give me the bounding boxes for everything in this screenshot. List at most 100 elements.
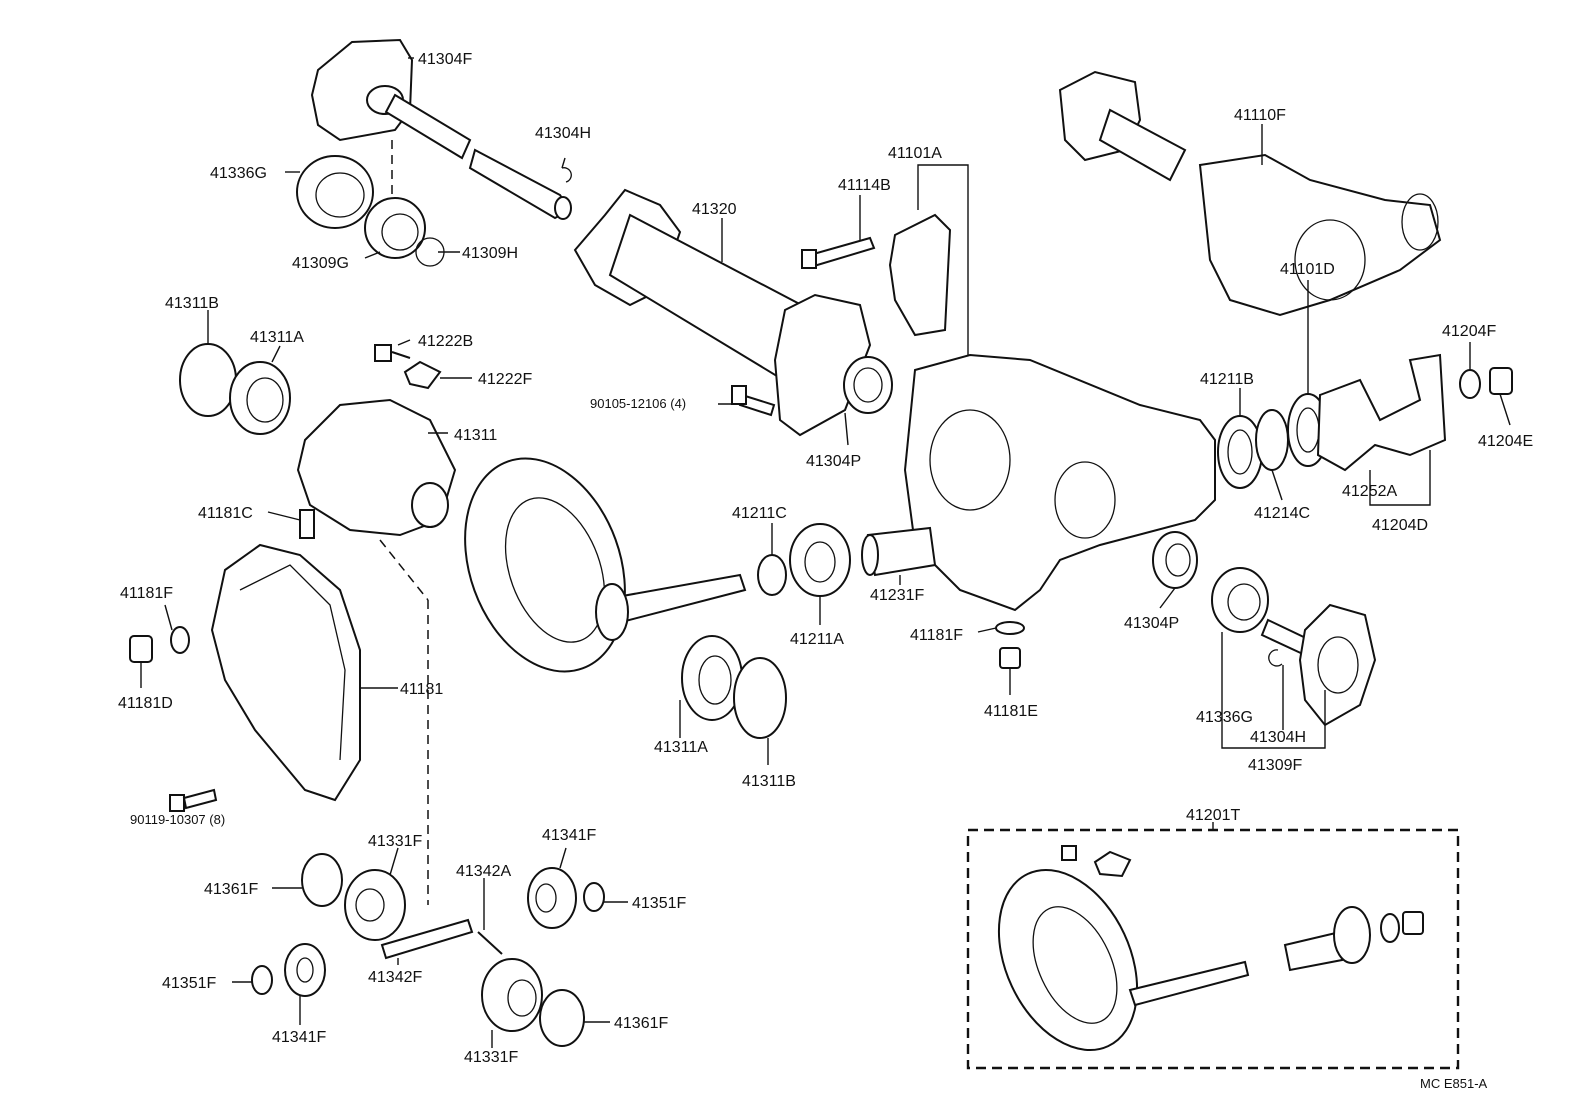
- label-41342F: 41342F: [368, 969, 422, 986]
- bolt-41114B: [801, 236, 876, 269]
- label-41311B-bottom: 41311B: [742, 773, 796, 790]
- label-41214C: 41214C: [1254, 505, 1310, 522]
- oil-seal-41304P-right: [1152, 531, 1198, 589]
- label-41204F: 41204F: [1442, 323, 1496, 340]
- label-41304H-right: 41304H: [1250, 729, 1306, 746]
- pinion-shaft-41342F: [380, 918, 474, 960]
- thrust-washer-41361F-left: [301, 853, 343, 907]
- adjusting-lock-41222F: [374, 344, 442, 390]
- label-41304P-mid: 41304P: [806, 453, 861, 470]
- label-41341F-top: 41341F: [542, 827, 596, 844]
- side-gear-41331F-top: [344, 869, 406, 941]
- axle-shaft-right: [1260, 603, 1377, 727]
- label-41110F: 41110F: [1234, 107, 1286, 124]
- label-41331F-bottom: 41331F: [464, 1049, 518, 1066]
- label-41331F-top: 41331F: [368, 833, 422, 850]
- label-41101D: 41101D: [1280, 261, 1335, 278]
- label-41361F-right: 41361F: [614, 1015, 668, 1032]
- spacer-41214C: [1255, 409, 1289, 471]
- label-41320: 41320: [692, 201, 737, 218]
- bearing-41211A: [789, 523, 851, 597]
- label-41252A: 41252A: [1342, 483, 1397, 500]
- spacer-41231F: [861, 526, 937, 577]
- breather-plug-41181C: [299, 509, 315, 539]
- catalog-code: MC E851-A: [1420, 1076, 1488, 1091]
- label-41304F-top: 41304F: [418, 51, 472, 68]
- label-41304H-top: 41304H: [535, 125, 591, 142]
- label-41342A: 41342A: [456, 863, 511, 880]
- thrust-washer-41361F-right: [539, 989, 585, 1047]
- label-41311: 41311: [454, 427, 497, 444]
- shim-41311B-left: [179, 343, 237, 417]
- gasket-41181F-mid: [995, 621, 1025, 635]
- washer-41204F: [1459, 369, 1481, 399]
- label-41311A-left: 41311A: [250, 329, 304, 346]
- bolt-90105: [731, 385, 776, 417]
- washer-41351F-left: [251, 965, 273, 995]
- label-41204D: 41204D: [1372, 517, 1428, 534]
- label-90119: 90119-10307 (8): [130, 812, 225, 827]
- label-41311B-left: 41311B: [165, 295, 219, 312]
- pin-41342A: [477, 931, 503, 955]
- label-41304P-right: 41304P: [1124, 615, 1179, 632]
- differential-carrier-housing: [903, 353, 1216, 612]
- label-41181F-left: 41181F: [120, 585, 173, 602]
- bearing-41336G-top: [296, 155, 374, 229]
- label-41211B: 41211B: [1200, 371, 1254, 388]
- snap-ring-41304H-right: [1268, 649, 1283, 667]
- label-41114B: 41114B: [838, 177, 891, 194]
- snap-ring-41304H-top: [561, 167, 572, 183]
- pinion-bearing-41211B: [1217, 415, 1263, 489]
- nut-41204E: [1489, 367, 1513, 395]
- label-41181F-mid: 41181F: [910, 627, 963, 644]
- companion-flange-41204D: [1316, 353, 1447, 472]
- label-41181C: 41181C: [198, 505, 253, 522]
- shim-41211C: [757, 554, 787, 596]
- side-gear-41331F-bottom: [481, 958, 543, 1032]
- label-41101A: 41101A: [888, 145, 942, 162]
- kit-41201T: [966, 828, 1460, 1070]
- differential-assembly-41110F: [1058, 70, 1442, 317]
- bolt-90119: [169, 788, 218, 812]
- label-41231F: 41231F: [870, 587, 924, 604]
- label-41336G-top: 41336G: [210, 165, 267, 182]
- label-90105: 90105-12106 (4): [590, 396, 686, 411]
- label-41222B: 41222B: [418, 333, 473, 350]
- shim-41311B-bottom: [733, 657, 787, 739]
- pinion-gear-41341F-top: [527, 867, 577, 929]
- label-41222F: 41222F: [478, 371, 532, 388]
- ring-gear-and-pinion: [464, 457, 747, 673]
- centerline-left: [379, 539, 429, 601]
- bearing-41336G-right: [1211, 567, 1269, 633]
- label-41311A-bottom: 41311A: [654, 739, 708, 756]
- bearing-41311A-bottom: [681, 635, 743, 721]
- label-41361F-left: 41361F: [204, 881, 258, 898]
- drain-plug-41181D: [129, 635, 153, 663]
- label-41211A: 41211A: [790, 631, 844, 648]
- label-41181: 41181: [400, 681, 443, 698]
- leader-lines: [140, 57, 1511, 1048]
- bearing-41309G: [364, 197, 426, 259]
- label-41201T: 41201T: [1186, 807, 1240, 824]
- label-41336G-right: 41336G: [1196, 709, 1253, 726]
- axle-shaft-left: [310, 38, 572, 220]
- label-41309G: 41309G: [292, 255, 349, 272]
- axle-tube-41320: [573, 188, 893, 437]
- label-41181D: 41181D: [118, 695, 173, 712]
- washer-41351F-right: [583, 882, 605, 912]
- carrier-cover-41181: [210, 543, 361, 802]
- plug-41181E: [999, 647, 1021, 669]
- label-41181E: 41181E: [984, 703, 1038, 720]
- part-labels: 41304F 41304H 41336G 41309G 41309H 41320…: [118, 51, 1533, 1091]
- label-41351F-left: 41351F: [162, 975, 216, 992]
- label-41309H: 41309H: [462, 245, 518, 262]
- gasket-41181F-left: [170, 626, 190, 654]
- bearing-41311A-left: [229, 361, 291, 435]
- pinion-gear-41341F-bottom: [284, 943, 326, 997]
- label-41351F-right: 41351F: [632, 895, 686, 912]
- label-41341F-bottom: 41341F: [272, 1029, 326, 1046]
- bearing-cap-41101A: [888, 213, 952, 337]
- label-41204E: 41204E: [1478, 433, 1533, 450]
- label-41309F: 41309F: [1248, 757, 1302, 774]
